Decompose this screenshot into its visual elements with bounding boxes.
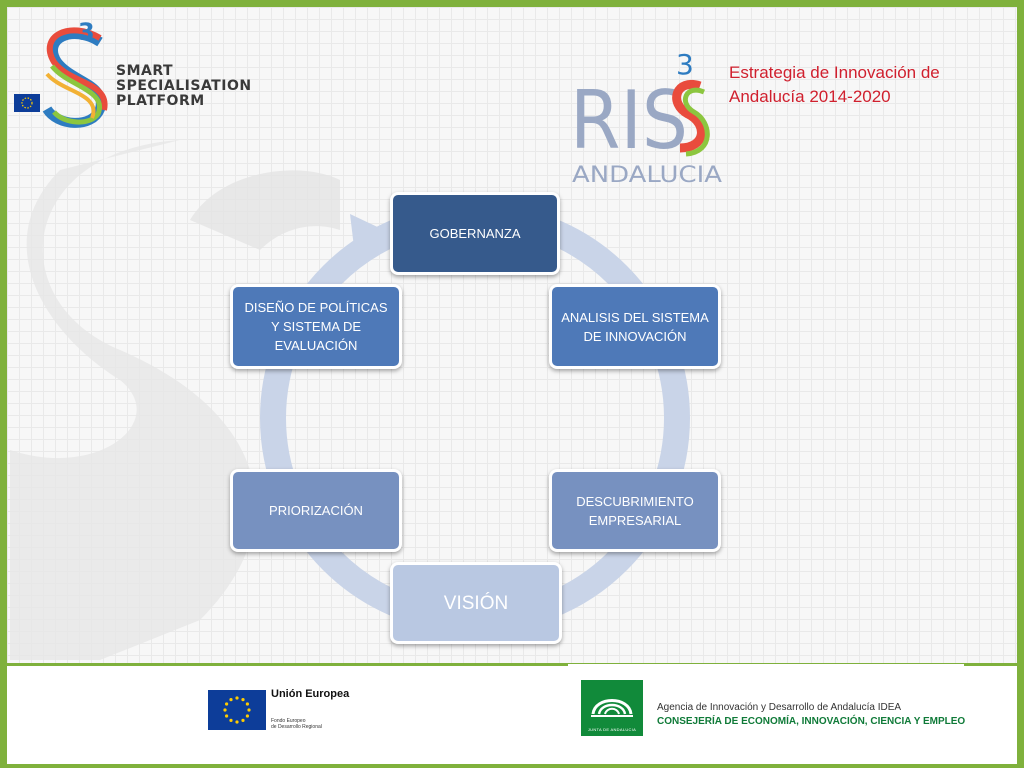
eu-flag-icon xyxy=(208,690,266,730)
node-analisis: ANALISIS DEL SISTEMA DE INNOVACIÓN xyxy=(549,284,721,369)
eu-subtitle-line-2: de Desarrollo Regional xyxy=(271,724,322,730)
node-gobernanza-label: GOBERNANZA xyxy=(429,224,520,243)
footer-bar xyxy=(7,663,1017,764)
node-descubrimiento-label: DESCUBRIMIENTO EMPRESARIAL xyxy=(560,492,710,530)
ministry-name: CONSEJERÍA DE ECONOMÍA, INNOVACIÓN, CIEN… xyxy=(657,716,965,727)
node-gobernanza: GOBERNANZA xyxy=(390,192,560,275)
node-priorizacion-label: PRIORIZACIÓN xyxy=(269,501,363,520)
node-vision-label: VISIÓN xyxy=(444,594,508,613)
node-descubrimiento: DESCUBRIMIENTO EMPRESARIAL xyxy=(549,469,721,552)
eu-title: Unión Europea xyxy=(271,688,349,700)
footer-divider xyxy=(568,664,964,667)
node-priorizacion: PRIORIZACIÓN xyxy=(230,469,402,552)
node-analisis-label: ANALISIS DEL SISTEMA DE INNOVACIÓN xyxy=(560,308,710,346)
node-diseno-label: DISEÑO DE POLÍTICAS Y SISTEMA DE EVALUAC… xyxy=(241,298,391,355)
junta-arch-icon xyxy=(581,682,643,726)
agency-name: Agencia de Innovación y Desarrollo de An… xyxy=(657,702,901,713)
node-diseno: DISEÑO DE POLÍTICAS Y SISTEMA DE EVALUAC… xyxy=(230,284,402,369)
node-vision: VISIÓN xyxy=(390,562,562,644)
junta-andalucia-logo: JUNTA DE ANDALUCIA xyxy=(581,680,643,736)
junta-label: JUNTA DE ANDALUCIA xyxy=(581,727,643,732)
eu-subtitle: Fondo Europeo de Desarrollo Regional xyxy=(271,718,322,730)
